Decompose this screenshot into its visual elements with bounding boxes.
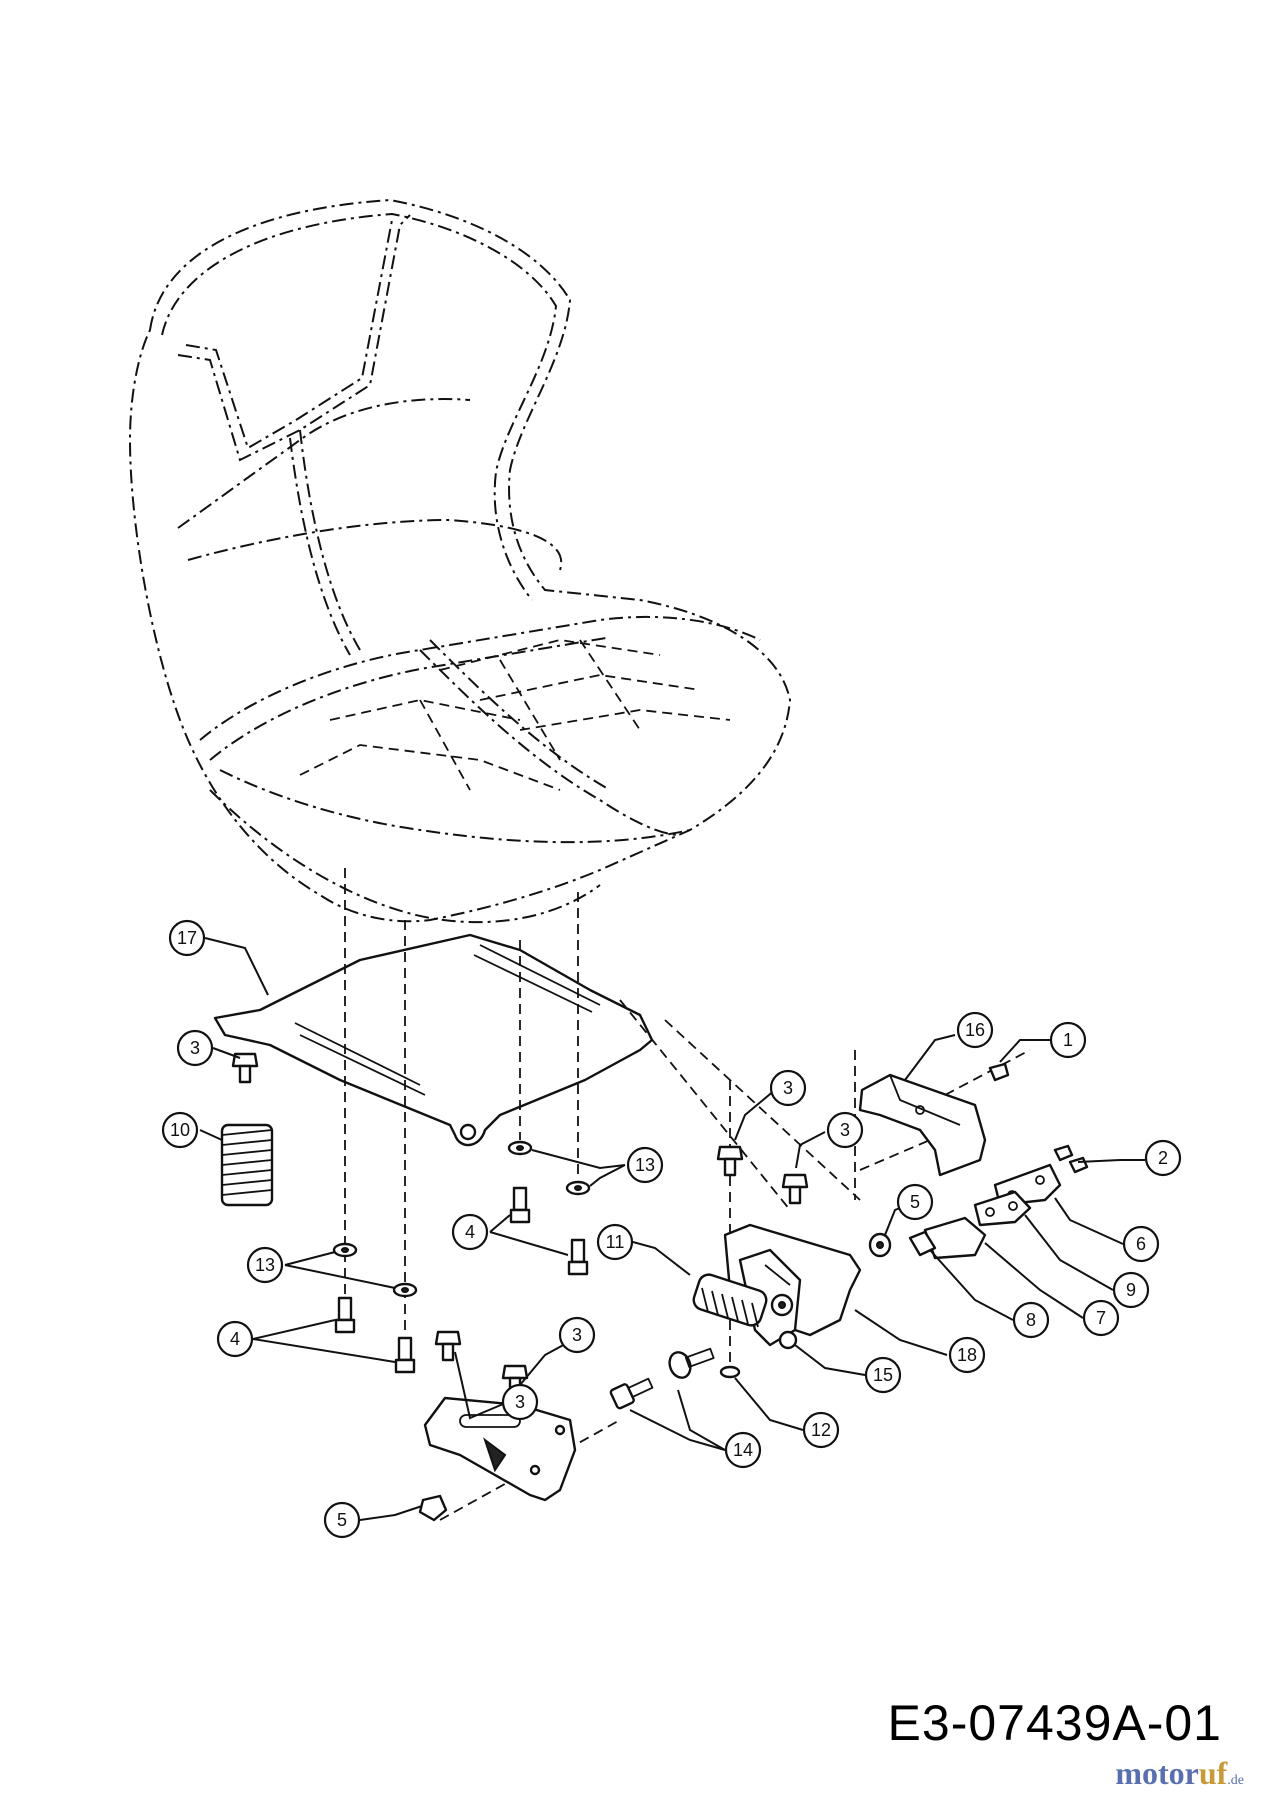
callout-label: 18 [957,1345,977,1365]
callout: 14 [724,1431,762,1469]
mounting-centerlines [344,868,1031,1521]
callout-label: 1 [1063,1030,1073,1050]
spring [220,1123,274,1207]
callout: 1 [1049,1021,1087,1059]
callout-label: 3 [840,1120,850,1140]
callout: 16 [956,1011,994,1049]
shoulder-bolts [334,1186,589,1374]
callout-label: 10 [170,1120,190,1140]
seat-pan-plate [213,933,654,1147]
callout: 15 [864,1356,902,1394]
callout-label: 8 [1026,1310,1036,1330]
callout-label: 5 [910,1192,920,1212]
small-hardware [868,1062,1089,1260]
callout-label: 3 [515,1392,525,1412]
callout-label: 6 [1136,1234,1146,1254]
callout: 12 [802,1411,840,1449]
callout: 3 [558,1316,596,1354]
callout-label: 14 [733,1440,753,1460]
callout: 13 [626,1146,664,1184]
callout-label: 4 [230,1329,240,1349]
slide-bracket [423,1396,577,1502]
callout-label: 5 [337,1510,347,1530]
callout-label: 15 [873,1365,893,1385]
cover-bracket [858,1073,987,1177]
callout: 2 [1144,1139,1182,1177]
callout: 13 [246,1246,284,1284]
callout: 6 [1122,1225,1160,1263]
callout: 3 [826,1111,864,1149]
drawing-number: E3-07439A-01 [887,1695,1222,1751]
callout: 3 [176,1029,214,1067]
callout: 3 [769,1069,807,1107]
callout: 5 [323,1501,361,1539]
callout: 7 [1082,1299,1120,1337]
callout: 10 [161,1111,199,1149]
callout-label: 12 [811,1420,831,1440]
washers [332,1140,741,1379]
callout: 4 [216,1320,254,1358]
watermark-part1: motor [1115,1755,1199,1791]
callout-label: 11 [606,1232,625,1252]
callout-label: 3 [190,1038,200,1058]
callout-label: 3 [783,1078,793,1098]
callout: 5 [896,1183,934,1221]
callout: 18 [948,1336,986,1374]
callout: 9 [1112,1271,1150,1309]
watermark-logo: motoruf.de [1115,1755,1244,1792]
watermark-tld: .de [1227,1773,1244,1788]
callout: 8 [1012,1301,1050,1339]
lock-nut [418,1494,448,1522]
callout-label: 2 [1158,1148,1168,1168]
callout-label: 16 [965,1020,985,1040]
seat [128,198,792,924]
callout-label: 4 [465,1222,475,1242]
callout-label: 17 [177,928,197,948]
callout: 17 [168,919,206,957]
seat-adjuster-mechanism [692,1223,862,1350]
callout-label: 13 [635,1155,655,1175]
callout: 3 [501,1383,539,1421]
callout-label: 3 [572,1325,582,1345]
callout: 4 [451,1213,489,1251]
callout-label: 13 [255,1255,275,1275]
callout-label: 9 [1126,1280,1136,1300]
adjuster-knobs [609,1347,715,1410]
callout: 11 [596,1223,634,1261]
callout-label: 7 [1096,1308,1106,1328]
watermark-part2: uf [1198,1755,1228,1791]
